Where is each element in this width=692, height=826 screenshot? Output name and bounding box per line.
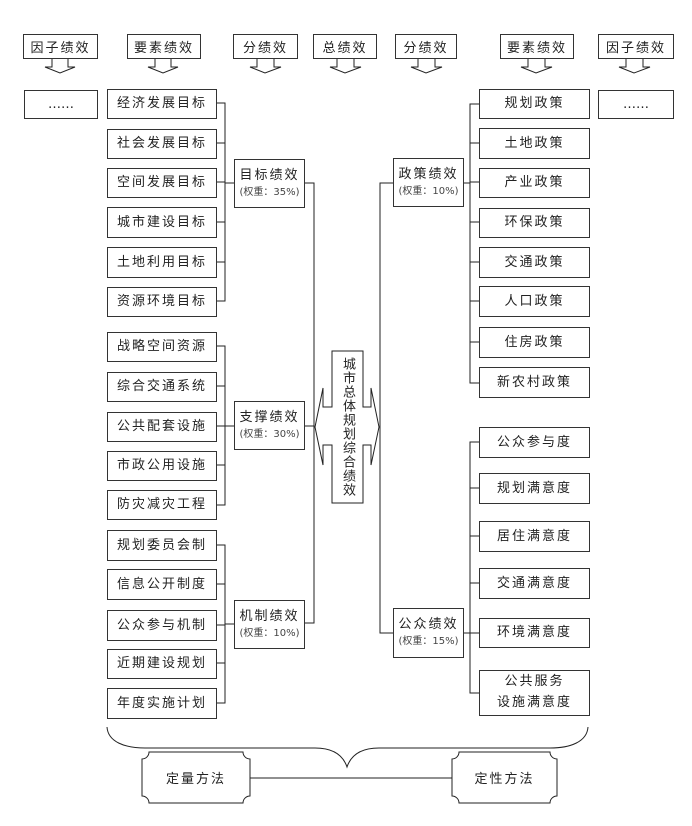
element-item: 社会发展目标	[107, 129, 217, 159]
element-item: 交通满意度	[479, 568, 590, 599]
element-item: 土地政策	[479, 128, 590, 159]
sub-performance-title: 公众绩效	[398, 617, 459, 633]
element-item: 产业政策	[479, 168, 590, 198]
header-left-element: 要素绩效	[127, 34, 201, 59]
element-item: 综合交通系统	[107, 372, 217, 402]
header-arrow-left-element	[147, 59, 179, 74]
bottom-brace	[106, 726, 589, 769]
sub-performance-title: 目标绩效	[239, 167, 300, 183]
sub-performance-weight: (权重：35%)	[239, 186, 300, 198]
element-item: 信息公开制度	[107, 569, 217, 600]
element-item: 经济发展目标	[107, 89, 217, 119]
header-left-factor: 因子绩效	[23, 34, 98, 59]
bracket-mechanism	[216, 544, 234, 704]
element-item: 资源环境目标	[107, 287, 217, 317]
element-item: 人口政策	[479, 286, 590, 317]
element-item: 规划政策	[479, 89, 590, 119]
sub-performance-title: 政策绩效	[398, 166, 459, 182]
sub-performance-title: 机制绩效	[239, 608, 300, 624]
factor-ellipsis-right: ……	[598, 90, 674, 119]
element-item: 年度实施计划	[107, 688, 217, 719]
element-item: 城市建设目标	[107, 207, 217, 238]
header-left-sub: 分绩效	[233, 34, 298, 59]
header-right-factor: 因子绩效	[598, 34, 674, 59]
header-arrow-right-sub	[410, 59, 443, 74]
method-box-quantitative-outline	[141, 751, 251, 804]
element-item: 土地利用目标	[107, 247, 217, 278]
element-item: 居住满意度	[479, 521, 590, 552]
element-item: 环保政策	[479, 208, 590, 238]
header-right-element: 要素绩效	[500, 34, 574, 59]
element-item: 战略空间资源	[107, 332, 217, 362]
sub-performance-public: 公众绩效 (权重：15%)	[393, 608, 464, 658]
total-performance-label: 城市总体规划综合绩效	[340, 357, 355, 497]
element-item: 公众参与机制	[107, 610, 217, 641]
central-arrow-shape	[314, 350, 380, 504]
header-total: 总绩效	[313, 34, 377, 59]
element-item: 近期建设规划	[107, 649, 217, 679]
header-arrow-right-factor	[618, 59, 651, 74]
bracket-public	[463, 441, 479, 694]
method-box-qualitative-outline	[451, 751, 558, 804]
sub-performance-weight: (权重：10%)	[398, 185, 459, 197]
element-item: 公众参与度	[479, 427, 590, 458]
header-arrow-left-sub	[249, 59, 282, 74]
trunk-right	[379, 182, 393, 634]
header-arrow-left-factor	[44, 59, 76, 74]
bracket-policy	[463, 103, 479, 384]
element-item: 公共配套设施	[107, 412, 217, 442]
element-item: 环境满意度	[479, 618, 590, 648]
header-right-sub: 分绩效	[395, 34, 457, 59]
sub-performance-mechanism: 机制绩效 (权重：10%)	[234, 600, 305, 649]
element-item: 新农村政策	[479, 367, 590, 398]
sub-performance-title: 支撑绩效	[239, 409, 300, 425]
element-item: 规划委员会制	[107, 530, 217, 561]
sub-performance-weight: (权重：30%)	[239, 428, 300, 440]
trunk-left	[304, 182, 315, 624]
element-item: 住房政策	[479, 327, 590, 358]
sub-performance-policy: 政策绩效 (权重：10%)	[393, 158, 464, 207]
header-arrow-total	[329, 59, 362, 74]
element-item: 空间发展目标	[107, 168, 217, 198]
element-item: 防灾减灾工程	[107, 490, 217, 520]
header-arrow-right-element	[520, 59, 553, 74]
sub-performance-goal: 目标绩效 (权重：35%)	[234, 159, 305, 208]
element-item: 市政公用设施	[107, 451, 217, 481]
element-item: 规划满意度	[479, 473, 590, 504]
sub-performance-support: 支撑绩效 (权重：30%)	[234, 401, 305, 450]
sub-performance-weight: (权重：15%)	[398, 636, 459, 648]
bracket-support	[216, 345, 234, 506]
element-item: 公共服务 设施满意度	[479, 670, 590, 716]
method-qualitative: 定性方法	[474, 772, 535, 787]
factor-ellipsis-left: ……	[24, 90, 98, 119]
method-quantitative: 定量方法	[165, 772, 226, 787]
bracket-goal	[216, 102, 234, 302]
sub-performance-weight: (权重：10%)	[239, 627, 300, 639]
element-item: 交通政策	[479, 247, 590, 278]
